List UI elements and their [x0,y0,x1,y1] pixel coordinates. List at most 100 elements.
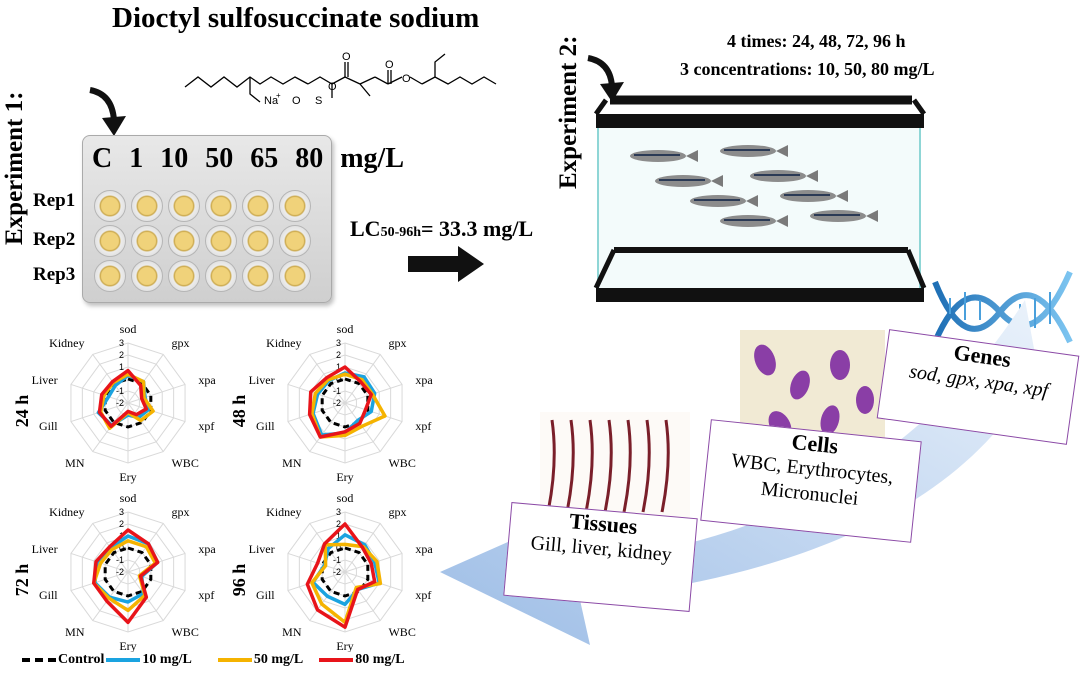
plate-col-10: 10 [160,143,189,174]
legend-control: Control [58,652,105,667]
experiment1-label: Experiment 1: [1,91,28,245]
radar-axis-label: gpx [171,336,189,350]
radar-series-80-mg-l [307,365,373,439]
radar-tick-label: 1 [119,362,124,372]
radar-axis-label: Ery [119,639,136,652]
radar-axis-label: xpf [198,419,214,433]
legend: Control 10 mg/L 50 mg/L 80 mg/L [20,652,405,668]
radar-axis-label: Liver [249,373,275,387]
radar-axis-label: MN [282,456,302,470]
lc50-value: LC50-96h= 33.3 mg/L [350,216,534,241]
well [168,260,200,292]
radar-spoke [127,383,186,404]
radar-axis-label: Gill [256,588,275,602]
radar-tick-label: -2 [333,398,341,408]
radar-axis-label: Ery [119,470,136,484]
radar-series-80-mg-l [92,528,160,625]
fish-icon [720,215,788,227]
radar-title: 72 h [12,564,32,597]
radar-axis-label: WBC [388,456,415,470]
radar-tick-label: -2 [333,567,341,577]
radar-series-control [103,546,153,598]
radar-axis-label: xpa [415,542,433,556]
radar-axis-label: Kidney [266,505,301,519]
well [94,225,126,257]
well [94,260,126,292]
well [205,190,237,222]
radar-axis-label: xpf [415,588,431,602]
radar-series-control [320,377,370,429]
legend-10: 10 mg/L [142,652,192,667]
radar-axis-label: xpf [198,588,214,602]
radar-tick-label: -1 [333,555,341,565]
radar-spoke [344,571,381,621]
radar-axis-label: Kidney [49,505,84,519]
radar-spoke [70,383,129,404]
well [242,225,274,257]
radar-title: 48 h [229,395,249,428]
plate-header: C 1 10 50 65 80 mg/L [92,143,414,175]
radar-spoke [309,402,346,452]
radar-tick-label: 1 [336,531,341,541]
well [279,260,311,292]
radar-axis-label: Gill [39,419,58,433]
svg-text:O: O [292,95,301,107]
radar-axis-label: xpa [198,542,216,556]
radar-axis-label: Liver [32,542,58,556]
radar-tick-label: 3 [119,507,124,517]
radar-axis-label: Kidney [49,336,84,350]
legend-50: 50 mg/L [253,652,304,667]
radar-tick-label: 2 [336,519,341,529]
plate-col-c: C [92,143,113,174]
radar-spoke [127,571,186,592]
radar-spoke [127,402,164,452]
plate-col-65: 65 [250,143,279,174]
fish-icon [750,170,818,182]
row-label-rep2: Rep2 [33,229,76,250]
radar-axis-label: Gill [39,588,58,602]
well [279,190,311,222]
right-arrow-icon [408,246,484,282]
radar-spoke [92,354,129,404]
experiment2-label: Experiment 2: [555,35,582,189]
plate-unit: mg/L [340,143,405,174]
svg-text:O: O [328,81,337,93]
radar-axis-label: Liver [249,542,275,556]
well [131,225,163,257]
concentrations: 3 concentrations: 10, 50, 80 mg/L [680,59,935,79]
radar-tick-label: -2 [116,398,124,408]
plate-col-80: 80 [295,143,324,174]
radar-axis-label: MN [65,625,85,639]
row-label-rep1: Rep1 [33,190,76,211]
plate-col-1: 1 [129,143,144,174]
compound-title: Dioctyl sulfosuccinate sodium [112,2,480,34]
radar-axis-label: gpx [171,505,189,519]
well [168,190,200,222]
curved-arrow-icon [587,55,624,102]
radar-spoke [287,402,346,423]
well [242,190,274,222]
time-points: 4 times: 24, 48, 72, 96 h [727,31,906,51]
well [168,225,200,257]
radar-series-80-mg-l [97,368,149,429]
radar-axis-label: WBC [171,456,198,470]
radar-spoke [70,571,129,592]
radar-axis-label: sod [120,322,137,336]
curved-arrow-icon [89,87,126,136]
radar-axis-label: MN [65,456,85,470]
fish-icon [810,210,878,222]
radar-title: 24 h [12,395,32,428]
radar-axis-label: Kidney [266,336,301,350]
radar-tick-label: 0 [336,374,341,384]
sodium-label: Na [264,95,279,107]
radar-axis-label: Gill [256,419,275,433]
radar-tick-label: 2 [119,519,124,529]
well [131,260,163,292]
svg-text:O: O [402,73,411,85]
radar-tick-label: -1 [116,555,124,565]
radar-tick-label: -2 [116,567,124,577]
svg-text:O: O [342,51,351,63]
gill-filament [546,419,556,513]
gill-filament [622,419,632,513]
